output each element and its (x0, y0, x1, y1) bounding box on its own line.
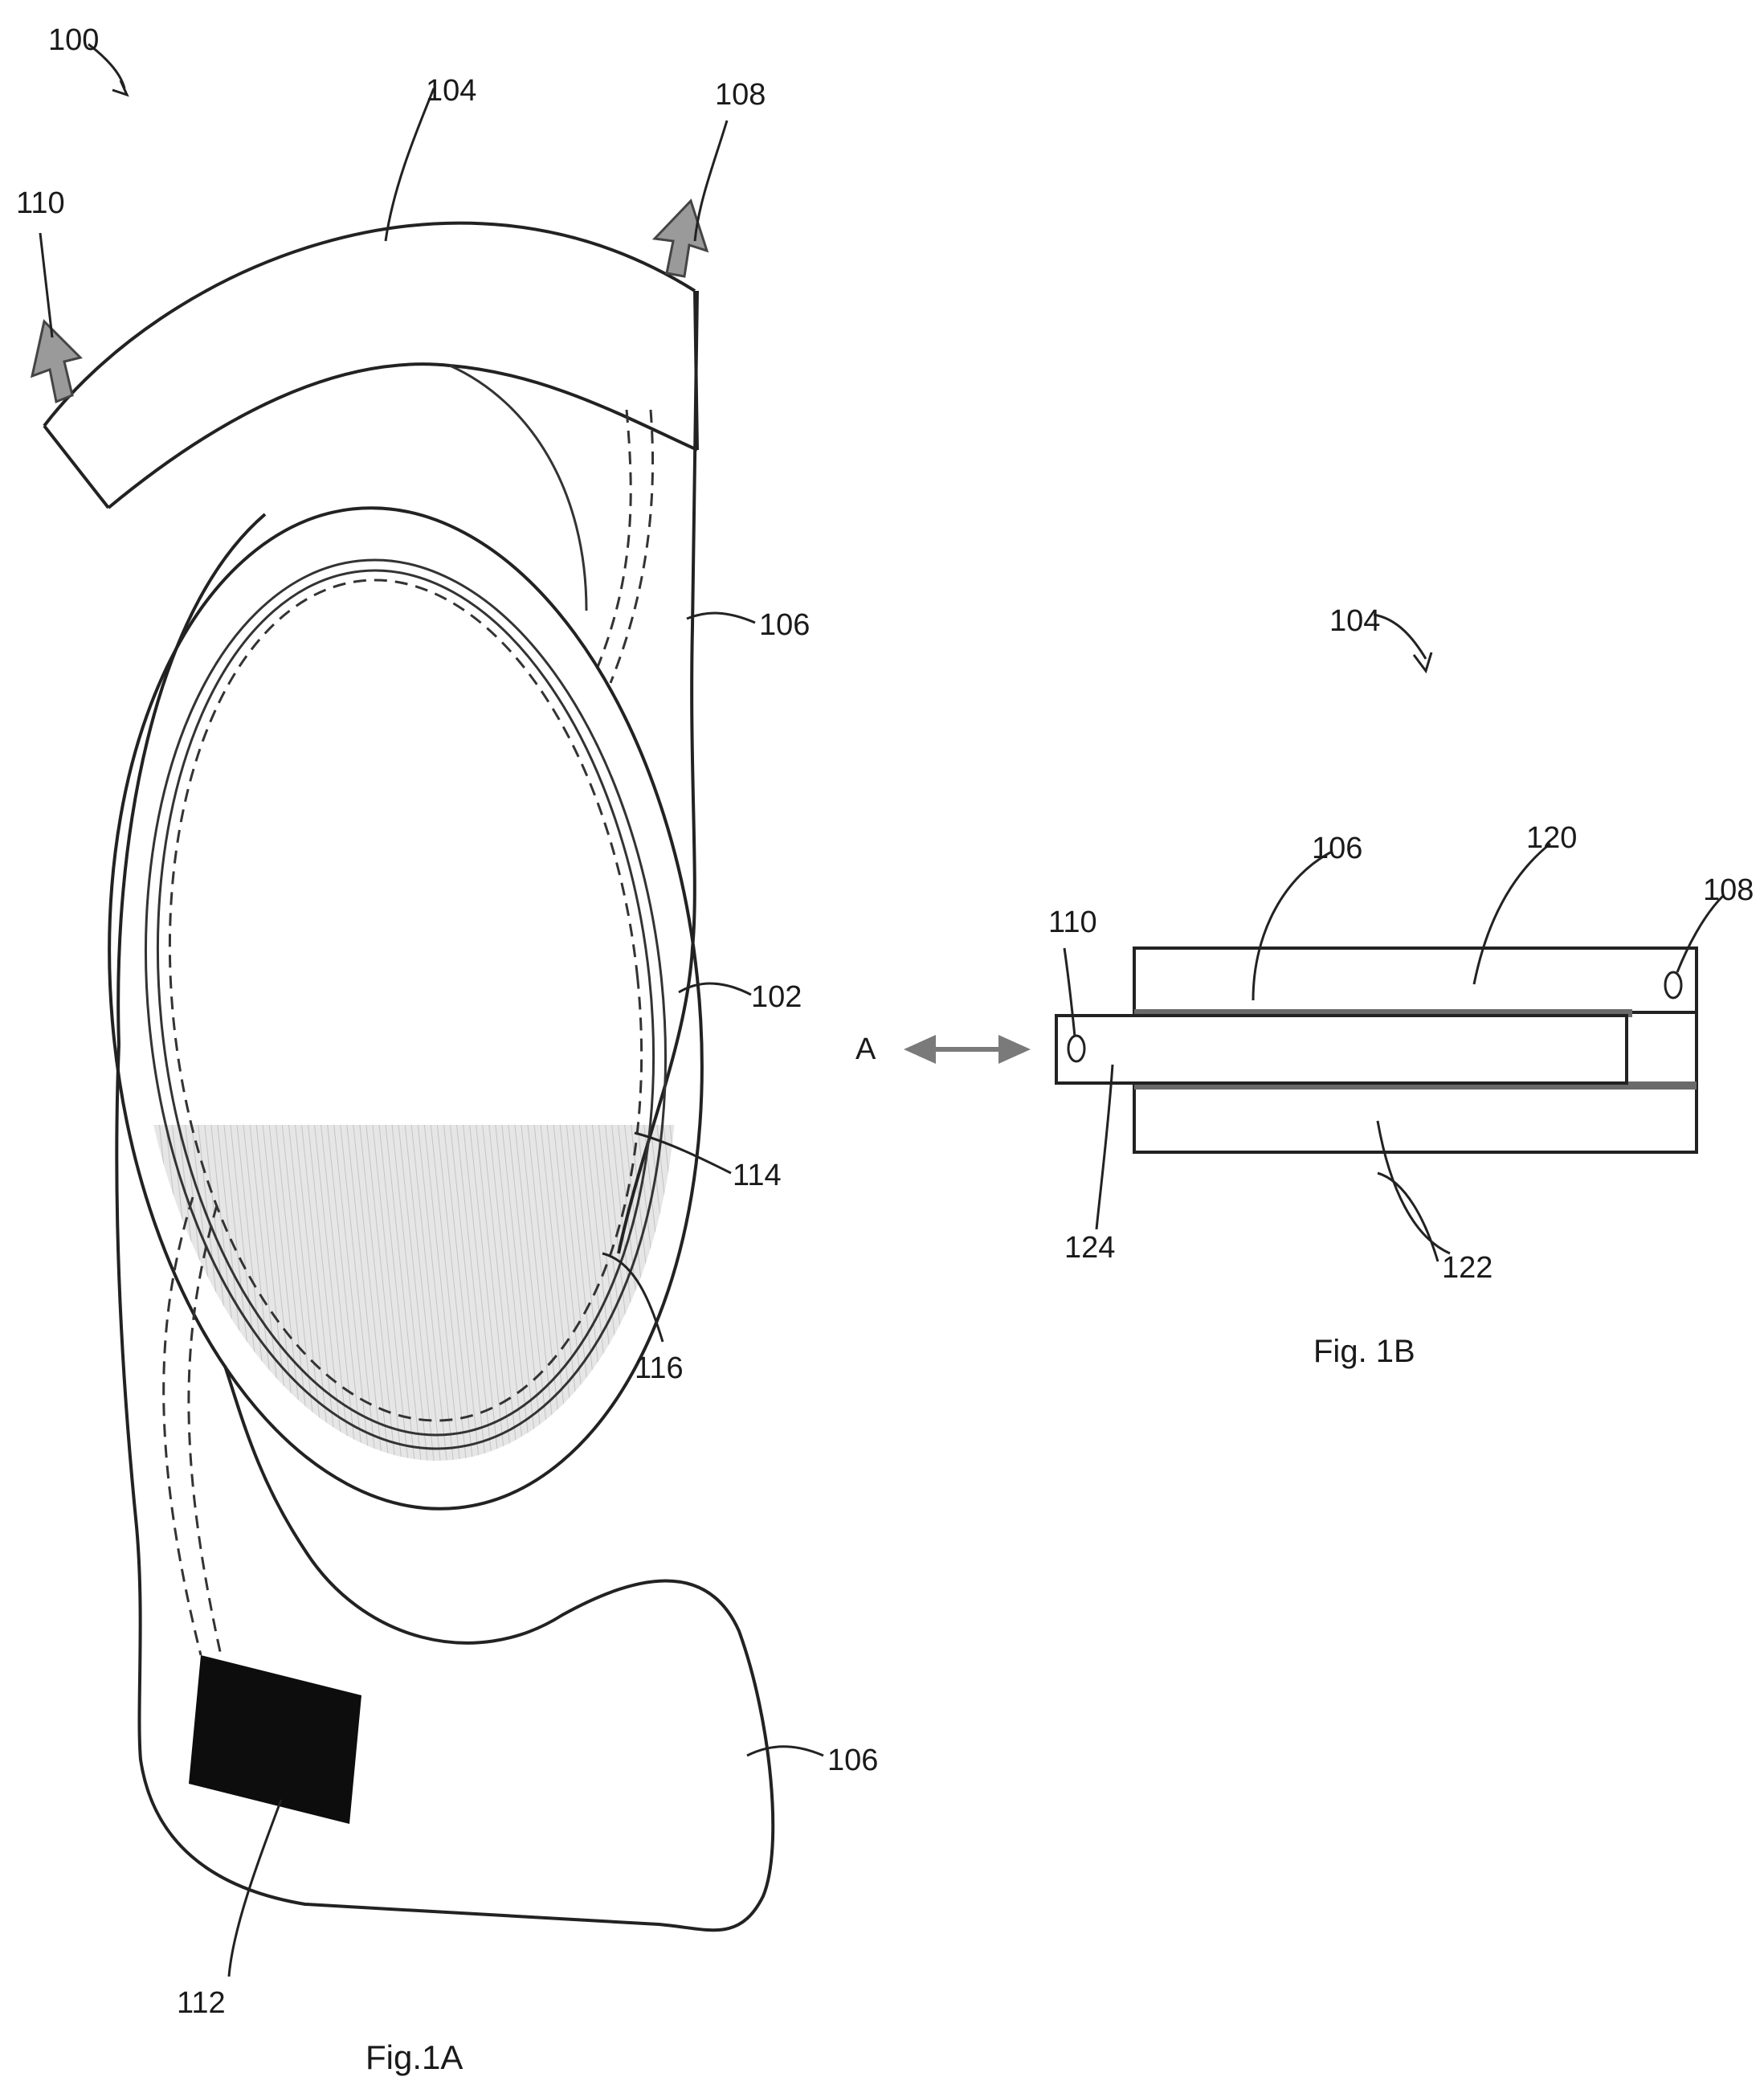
ref-104-b: 104 (1329, 604, 1380, 638)
direction-arrow (904, 1035, 1031, 1064)
caption-fig-1a: Fig.1A (365, 2038, 463, 2076)
ref-112: 112 (177, 1986, 226, 2020)
leader-106-upper (687, 613, 755, 623)
ref-106-upper: 106 (759, 608, 810, 642)
ref-102: 102 (751, 980, 802, 1014)
lower-channel-a (164, 1197, 201, 1655)
upper-channel-b (610, 410, 653, 683)
direction-label-a: A (855, 1032, 876, 1066)
ref-108: 108 (715, 78, 766, 112)
caption-fig-1b: Fig. 1B (1313, 1334, 1415, 1369)
leader-100-tip (112, 80, 127, 95)
leader-108-b (1677, 896, 1723, 972)
figure-1a: 100 104 108 110 106 102 114 116 106 112 … (16, 23, 878, 2076)
leader-124 (1096, 1065, 1113, 1229)
layer-top-120 (1134, 948, 1697, 1012)
upper-channel-a (594, 410, 631, 675)
band-left-end (44, 426, 108, 508)
leader-122 (1378, 1121, 1450, 1253)
ref-122: 122 (1442, 1251, 1492, 1285)
leader-104-b (1374, 615, 1426, 659)
leader-112 (229, 1800, 281, 1977)
ref-110: 110 (16, 186, 65, 220)
port-108 (1665, 972, 1681, 998)
slider-124 (1056, 1016, 1627, 1083)
shaded-region (90, 521, 721, 1488)
leader-108 (695, 121, 727, 241)
figure-1b: 104 106 120 108 110 A 124 122 Fig. 1B (855, 604, 1754, 1369)
ref-106-b: 106 (1312, 832, 1362, 865)
ref-100: 100 (48, 23, 99, 57)
ref-108-b: 108 (1703, 873, 1754, 907)
band-inner-edge (108, 364, 697, 508)
ref-106-lower: 106 (827, 1744, 878, 1777)
band-outer-edge (44, 223, 695, 426)
ref-116: 116 (635, 1351, 684, 1385)
leader-106-lower (747, 1747, 823, 1756)
ref-124: 124 (1064, 1231, 1115, 1265)
ref-104: 104 (426, 74, 476, 108)
layer-bottom-122 (1134, 1086, 1697, 1152)
module-112 (189, 1655, 361, 1824)
leader-122-tail (1378, 1173, 1438, 1261)
leader-104 (386, 88, 434, 241)
ref-110-b: 110 (1048, 906, 1097, 939)
leader-120 (1474, 844, 1550, 984)
ref-114: 114 (733, 1159, 782, 1192)
inner-rib (450, 366, 586, 611)
ref-120: 120 (1526, 821, 1577, 855)
leader-106-b (1253, 852, 1332, 1000)
